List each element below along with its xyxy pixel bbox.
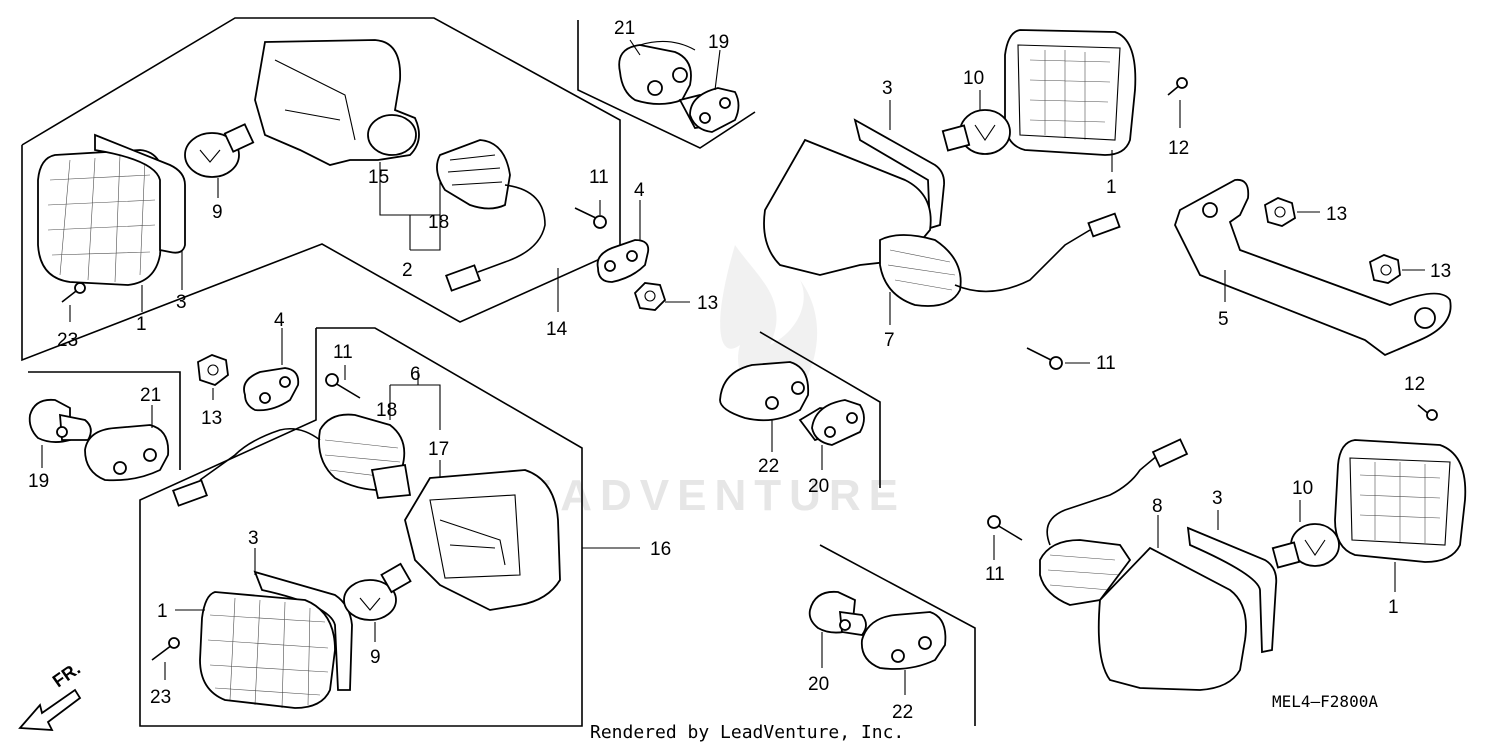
bulb-part-9b (343, 562, 412, 621)
collar-part-19b (28, 398, 92, 443)
callout-label: 20 (808, 674, 829, 695)
bulb-part-10b (1271, 523, 1340, 569)
callout-label: 22 (758, 456, 779, 477)
gasket-part-3d (1186, 526, 1278, 654)
grommet-part-21b (84, 424, 170, 482)
callout-label: 1 (1106, 177, 1117, 198)
nut-part-13a (633, 282, 667, 311)
callout-label: 18 (376, 400, 397, 421)
socket-part-18b (172, 413, 412, 507)
region-rear-right-turn-signal (987, 438, 1467, 691)
callout-label: 3 (248, 528, 259, 549)
region-front-right-turn-signal (763, 29, 1452, 421)
callout-label: 11 (589, 167, 609, 188)
callout-label: 21 (614, 18, 635, 39)
callout-label: 16 (650, 539, 671, 560)
callout-label: 9 (212, 202, 223, 223)
callout-label: 23 (150, 687, 171, 708)
bracket-part-5 (1174, 178, 1452, 357)
region-front-left-turn-signal (21, 17, 690, 362)
callout-label: 11 (333, 342, 353, 363)
direction-label: FR. (49, 658, 84, 691)
lens-part-1d (1334, 439, 1467, 563)
region-left-grommets (28, 371, 181, 482)
callout-label: 13 (697, 293, 718, 314)
callout-label: 22 (892, 702, 913, 723)
gasket-part-3c (253, 570, 353, 691)
callout-label: 23 (57, 330, 78, 351)
screw-part-11c (325, 373, 361, 399)
callout-label: 4 (274, 310, 285, 331)
screw-part-12b (1417, 404, 1438, 421)
screw-part-23a (61, 282, 86, 303)
callout-label: 17 (428, 439, 449, 460)
grommet-part-22b (860, 611, 947, 670)
render-credit: Rendered by LeadVenture, Inc. (590, 722, 904, 743)
callout-label: 21 (140, 385, 161, 406)
collar-part-19a (678, 87, 740, 133)
gasket-part-3a (94, 133, 186, 254)
callout-label: 12 (1404, 374, 1425, 395)
callout-labels: 1 3 23 9 15 18 2 14 11 4 13 21 19 3 10 1… (28, 18, 1451, 723)
callout-label: 9 (370, 647, 381, 668)
collar-part-20b (808, 590, 867, 636)
callout-label: 5 (1218, 309, 1229, 330)
screw-part-12a (1167, 77, 1188, 96)
bulb-part-9a (184, 123, 255, 178)
callout-label: 3 (176, 292, 187, 313)
nut-part-13d (197, 354, 229, 387)
callout-label: 1 (1388, 597, 1399, 618)
callout-label: 1 (136, 314, 147, 335)
callout-label: 6 (410, 364, 421, 385)
body-part-7 (763, 138, 1121, 307)
plate-part-4b (243, 367, 300, 412)
grommet-part-21a (618, 40, 696, 105)
screw-part-23b (151, 637, 180, 661)
front-direction-arrow: FR. (18, 658, 84, 731)
lens-part-1a (37, 149, 166, 286)
bulb-part-10a (941, 109, 1011, 155)
callout-label: 14 (546, 319, 568, 340)
region-rear-left-turn-signal (139, 327, 640, 727)
callout-label: 11 (1096, 353, 1116, 374)
callout-label: 15 (368, 167, 389, 188)
callout-label: 8 (1152, 496, 1163, 517)
callout-label: 10 (963, 68, 984, 89)
callout-label: 20 (808, 476, 829, 497)
socket-part-18a (436, 139, 546, 292)
grommet-part-22a (719, 361, 810, 422)
plate-part-4a (596, 239, 650, 283)
nut-part-13b (1264, 197, 1297, 227)
callout-label: 10 (1292, 478, 1313, 499)
drawing-code: MEL4–F2800A (1272, 692, 1378, 711)
callout-label: 7 (884, 330, 895, 351)
callout-label: 3 (1212, 488, 1223, 509)
callout-label: 18 (428, 212, 449, 233)
region-bottom-grommets (808, 544, 976, 726)
collar-part-20a (798, 399, 865, 446)
region-top-center-grommets (577, 20, 756, 149)
callout-label: 3 (882, 78, 893, 99)
callout-label: 19 (708, 32, 729, 53)
callout-label: 13 (1326, 204, 1347, 225)
region-center-grommets (719, 331, 881, 488)
callout-label: 11 (985, 564, 1005, 585)
lens-part-1b (1004, 29, 1137, 156)
callout-label: 2 (402, 260, 413, 281)
housing-part-15 (254, 39, 420, 166)
lens-part-1c (199, 591, 336, 709)
callout-label: 13 (201, 408, 222, 429)
callout-label: 1 (157, 601, 168, 622)
screw-part-11d (987, 515, 1023, 541)
screw-part-11b (1026, 347, 1063, 370)
callout-label: 13 (1430, 261, 1451, 282)
callout-label: 12 (1168, 138, 1189, 159)
callout-label: 19 (28, 471, 49, 492)
nut-part-13c (1368, 254, 1401, 284)
housing-part-16 (404, 469, 561, 611)
body-part-8 (1039, 438, 1247, 691)
screw-part-11a (574, 207, 607, 229)
callout-label: 4 (634, 180, 645, 201)
